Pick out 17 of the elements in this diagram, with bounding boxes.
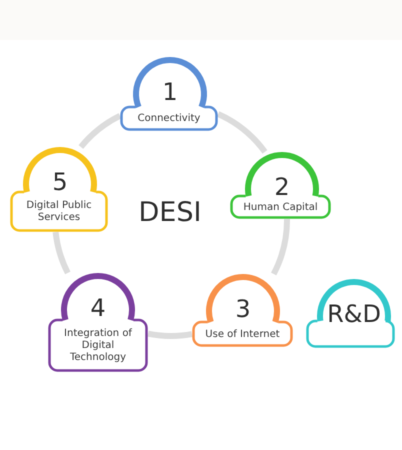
step-number: 2	[273, 173, 291, 201]
step-number: 3	[234, 295, 252, 323]
connector-arc	[52, 232, 71, 274]
step-label: Digital Public Services	[25, 200, 93, 224]
connector-arc	[148, 330, 192, 339]
step-label: Integration of Digital Technology	[63, 328, 134, 364]
connector-arc	[270, 218, 290, 276]
step-number: 5	[51, 168, 69, 196]
step-number: 4	[89, 294, 107, 322]
step-label: Connectivity	[138, 113, 200, 125]
step-label: Human Capital	[243, 202, 318, 214]
step-label: Use of Internet	[205, 328, 280, 340]
connector-arc	[78, 113, 122, 149]
node-title: R&D	[326, 300, 382, 328]
connector-arc	[216, 111, 268, 154]
step-number: 1	[161, 78, 179, 106]
center-title: DESI	[138, 197, 202, 229]
